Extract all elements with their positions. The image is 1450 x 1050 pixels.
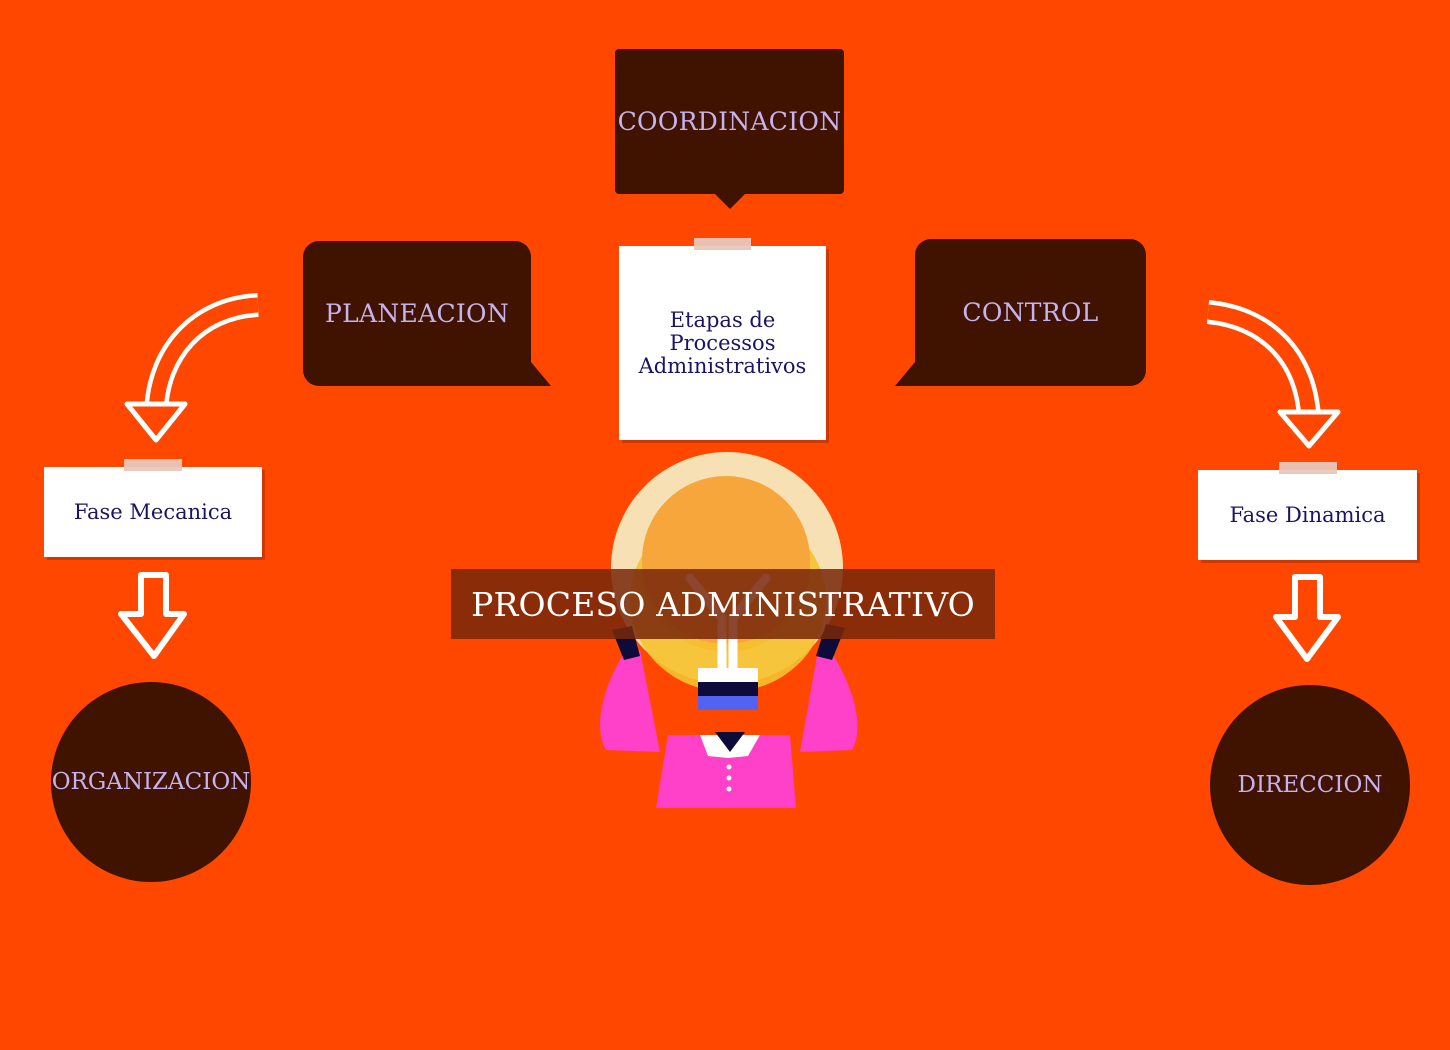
fase-dinamica-note: Fase Dinamica [1198,470,1417,560]
curved-arrow-left-icon [124,293,260,443]
down-arrow-right-icon [1273,574,1341,662]
fase-dinamica-label: Fase Dinamica [1229,503,1386,527]
direccion-label: DIRECCION [1237,772,1383,798]
curved-arrow-right-icon [1206,300,1341,449]
planeacion-label: PLANEACION [324,299,510,328]
tape-right [1279,462,1337,474]
control-label: CONTROL [962,298,1099,327]
tape-left [124,459,182,471]
organizacion-circle: ORGANIZACION [51,682,251,882]
speech-bubble-right [895,239,1146,386]
speech-bubble-left [303,241,551,386]
speech-bubble-top [615,49,844,209]
fase-mecanica-note: Fase Mecanica [44,467,262,557]
proceso-administrativo-banner: PROCESO ADMINISTRATIVO [451,569,995,639]
tape-central [694,238,751,250]
banner-title: PROCESO ADMINISTRATIVO [471,584,975,624]
central-note: Etapas de Processos Administrativos [619,246,826,440]
fase-mecanica-label: Fase Mecanica [73,500,233,524]
organizacion-label: ORGANIZACION [51,769,251,795]
central-note-text: Etapas de Processos Administrativos [638,307,807,378]
down-arrow-left-icon [118,572,187,659]
coordinacion-label: COORDINACION [617,107,842,136]
direccion-circle: DIRECCION [1210,685,1410,885]
